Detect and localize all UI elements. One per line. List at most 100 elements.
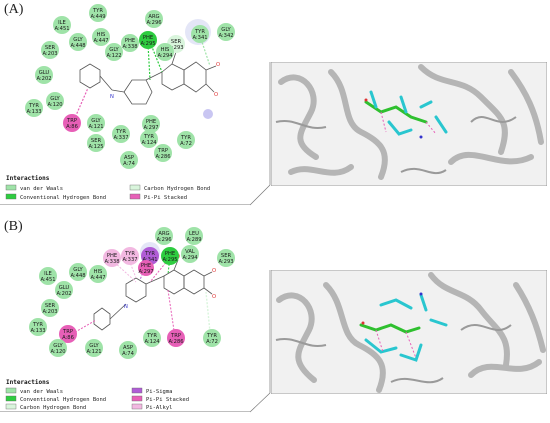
svg-text:PHE: PHE — [165, 251, 175, 257]
svg-text:TYR: TYR — [194, 29, 205, 35]
svg-text:Carbon Hydrogen Bond: Carbon Hydrogen Bond — [144, 186, 210, 192]
svg-text:A:297: A:297 — [143, 125, 158, 131]
svg-text:A:296: A:296 — [146, 20, 161, 26]
svg-text:SER: SER — [91, 138, 102, 144]
svg-text:A:297: A:297 — [138, 269, 153, 275]
svg-text:TRP: TRP — [62, 329, 73, 335]
svg-text:PHE: PHE — [107, 253, 117, 259]
svg-text:A:121: A:121 — [88, 124, 103, 130]
panel-label-a: (A) — [4, 2, 24, 17]
svg-text:Pi-Pi Stacked: Pi-Pi Stacked — [144, 195, 187, 201]
legend-b: Interactions van der Waals Conventional … — [5, 379, 189, 411]
svg-text:TYR: TYR — [92, 8, 103, 14]
svg-text:PHE: PHE — [143, 35, 153, 41]
svg-text:A:74: A:74 — [122, 351, 135, 357]
svg-text:ARG: ARG — [148, 14, 159, 20]
svg-text:A:295: A:295 — [162, 257, 177, 263]
svg-text:A:120: A:120 — [50, 349, 65, 355]
svg-text:A:286: A:286 — [168, 339, 183, 345]
svg-text:O: O — [212, 294, 216, 300]
svg-text:A:294: A:294 — [157, 53, 173, 59]
svg-text:GLY: GLY — [50, 96, 60, 102]
svg-text:A:295: A:295 — [140, 41, 155, 47]
svg-text:Interactions: Interactions — [6, 379, 50, 386]
svg-text:ARG: ARG — [158, 231, 169, 237]
svg-text:A:86: A:86 — [66, 124, 78, 130]
svg-text:A:72: A:72 — [206, 339, 218, 345]
svg-text:Pi-Pi Stacked: Pi-Pi Stacked — [146, 397, 189, 403]
svg-text:A:341: A:341 — [142, 257, 157, 263]
svg-text:A:203: A:203 — [42, 51, 57, 57]
svg-text:TYR: TYR — [180, 135, 191, 141]
svg-text:TRP: TRP — [170, 333, 181, 339]
svg-text:A:74: A:74 — [123, 161, 136, 167]
svg-text:TYR: TYR — [124, 251, 135, 257]
svg-text:A:72: A:72 — [180, 141, 192, 147]
svg-text:TYR: TYR — [32, 322, 43, 328]
svg-text:GLY: GLY — [73, 37, 83, 43]
svg-text:van der Waals: van der Waals — [20, 186, 63, 192]
svg-text:A:293: A:293 — [168, 45, 183, 51]
svg-text:LEU: LEU — [189, 231, 199, 237]
svg-text:Carbon Hydrogen Bond: Carbon Hydrogen Bond — [20, 405, 86, 411]
svg-text:GLY: GLY — [221, 27, 231, 33]
svg-text:TRP: TRP — [66, 118, 77, 124]
svg-text:PHE: PHE — [146, 119, 156, 125]
svg-text:TYR: TYR — [144, 251, 155, 257]
svg-text:Interactions: Interactions — [6, 175, 50, 182]
svg-text:VAL: VAL — [185, 249, 195, 255]
svg-text:A:337: A:337 — [122, 257, 137, 263]
svg-text:A:286: A:286 — [155, 154, 170, 160]
protein-3d-view-a — [271, 62, 547, 186]
svg-text:HIS: HIS — [161, 47, 170, 53]
svg-text:A:447: A:447 — [93, 38, 108, 44]
svg-text:A:124: A:124 — [141, 140, 157, 146]
svg-text:A:203: A:203 — [42, 309, 57, 315]
protein-3d-view-b — [271, 270, 547, 394]
svg-text:PHE: PHE — [125, 38, 135, 44]
svg-text:TYR: TYR — [115, 129, 126, 135]
svg-text:TRP: TRP — [157, 148, 168, 154]
svg-text:A:202: A:202 — [36, 76, 51, 82]
svg-text:A:120: A:120 — [47, 102, 62, 108]
svg-text:A:294: A:294 — [182, 255, 198, 261]
ligand-probe-a — [203, 109, 213, 119]
svg-text:SER: SER — [221, 253, 232, 259]
svg-text:A:451: A:451 — [40, 277, 55, 283]
svg-text:O: O — [214, 92, 218, 98]
svg-text:ASP: ASP — [123, 345, 133, 351]
svg-text:GLY: GLY — [89, 343, 99, 349]
svg-text:ASP: ASP — [124, 155, 134, 161]
svg-text:GLY: GLY — [91, 118, 101, 124]
